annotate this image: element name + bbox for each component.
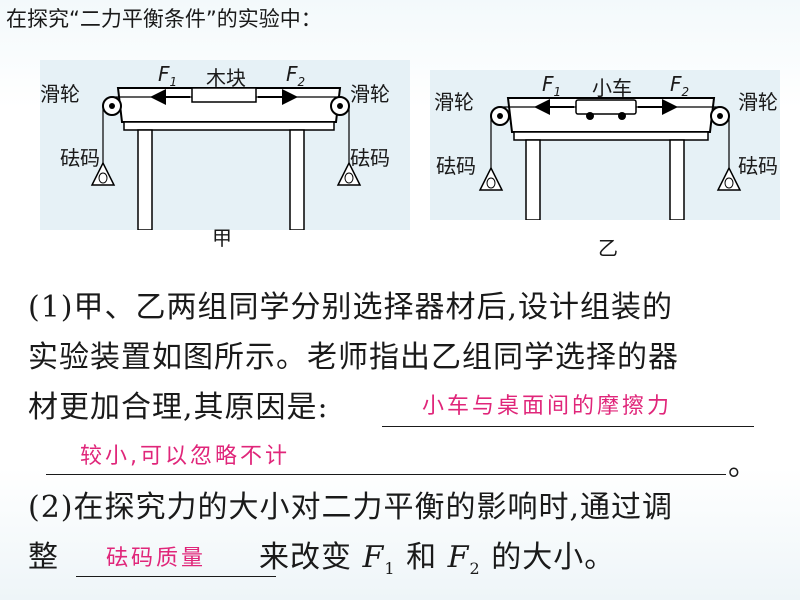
figure-a-pulley-left-label: 滑轮 [40,82,80,106]
figure-a-caption: 甲 [212,226,232,250]
figure-b-pulley-right-label: 滑轮 [738,90,778,114]
intro-text: 在探究“二力平衡条件”的实验中： [6,7,322,31]
wood-block [191,87,257,103]
weight-left [90,161,116,186]
question2-line1: (2)在探究力的大小对二力平衡的影响时,通过调 [28,490,674,525]
question1-line3: 材更加合理,其原因是: [28,390,329,425]
figure-b-f2-label: F2 [670,72,690,99]
figure-b-weight-right-label: 砝码 [738,154,778,178]
answer1-underline-b [46,474,726,475]
answer1-part2: 较小,可以忽略不计 [80,444,290,469]
figure-a-f2-label: F2 [286,62,306,89]
figure-a-f1-label: F1 [158,62,178,89]
figure-a-weight-left-label: 砝码 [60,146,100,170]
cart [575,99,637,115]
answer1-part1: 小车与桌面间的摩擦力 [422,394,673,419]
question1-line2: 实验装置如图所示。老师指出乙组同学选择的器 [28,340,679,375]
figure-a-object-label: 木块 [206,66,246,90]
question2-line2: 整来改变 F1 和 F2 的大小。 [28,540,616,578]
answer2: 砝码质量 [106,546,207,571]
figure-b-object-label: 小车 [592,76,632,100]
weight-right [336,161,362,186]
figure-b-f1-label: F1 [542,72,562,99]
figure-b-pulley-left-label: 滑轮 [434,90,474,114]
figure-b-weight-left-label: 砝码 [436,154,476,178]
question1-line1: (1)甲、乙两组同学分别选择器材后,设计组装的 [28,290,674,325]
table-leg-right [289,129,305,230]
figure-b-caption: 乙 [598,236,618,260]
figure-a-pulley-right-label: 滑轮 [350,82,390,106]
table-leg-left [137,129,153,230]
figure-b-background [430,70,780,220]
answer2-underline [76,576,276,577]
figure-a-diagram [40,60,410,230]
answer1-end-mark: 。 [728,448,759,483]
answer1-underline-a [382,426,754,427]
figure-a-weight-right-label: 砝码 [350,146,390,170]
figure-b-diagram [430,70,780,220]
